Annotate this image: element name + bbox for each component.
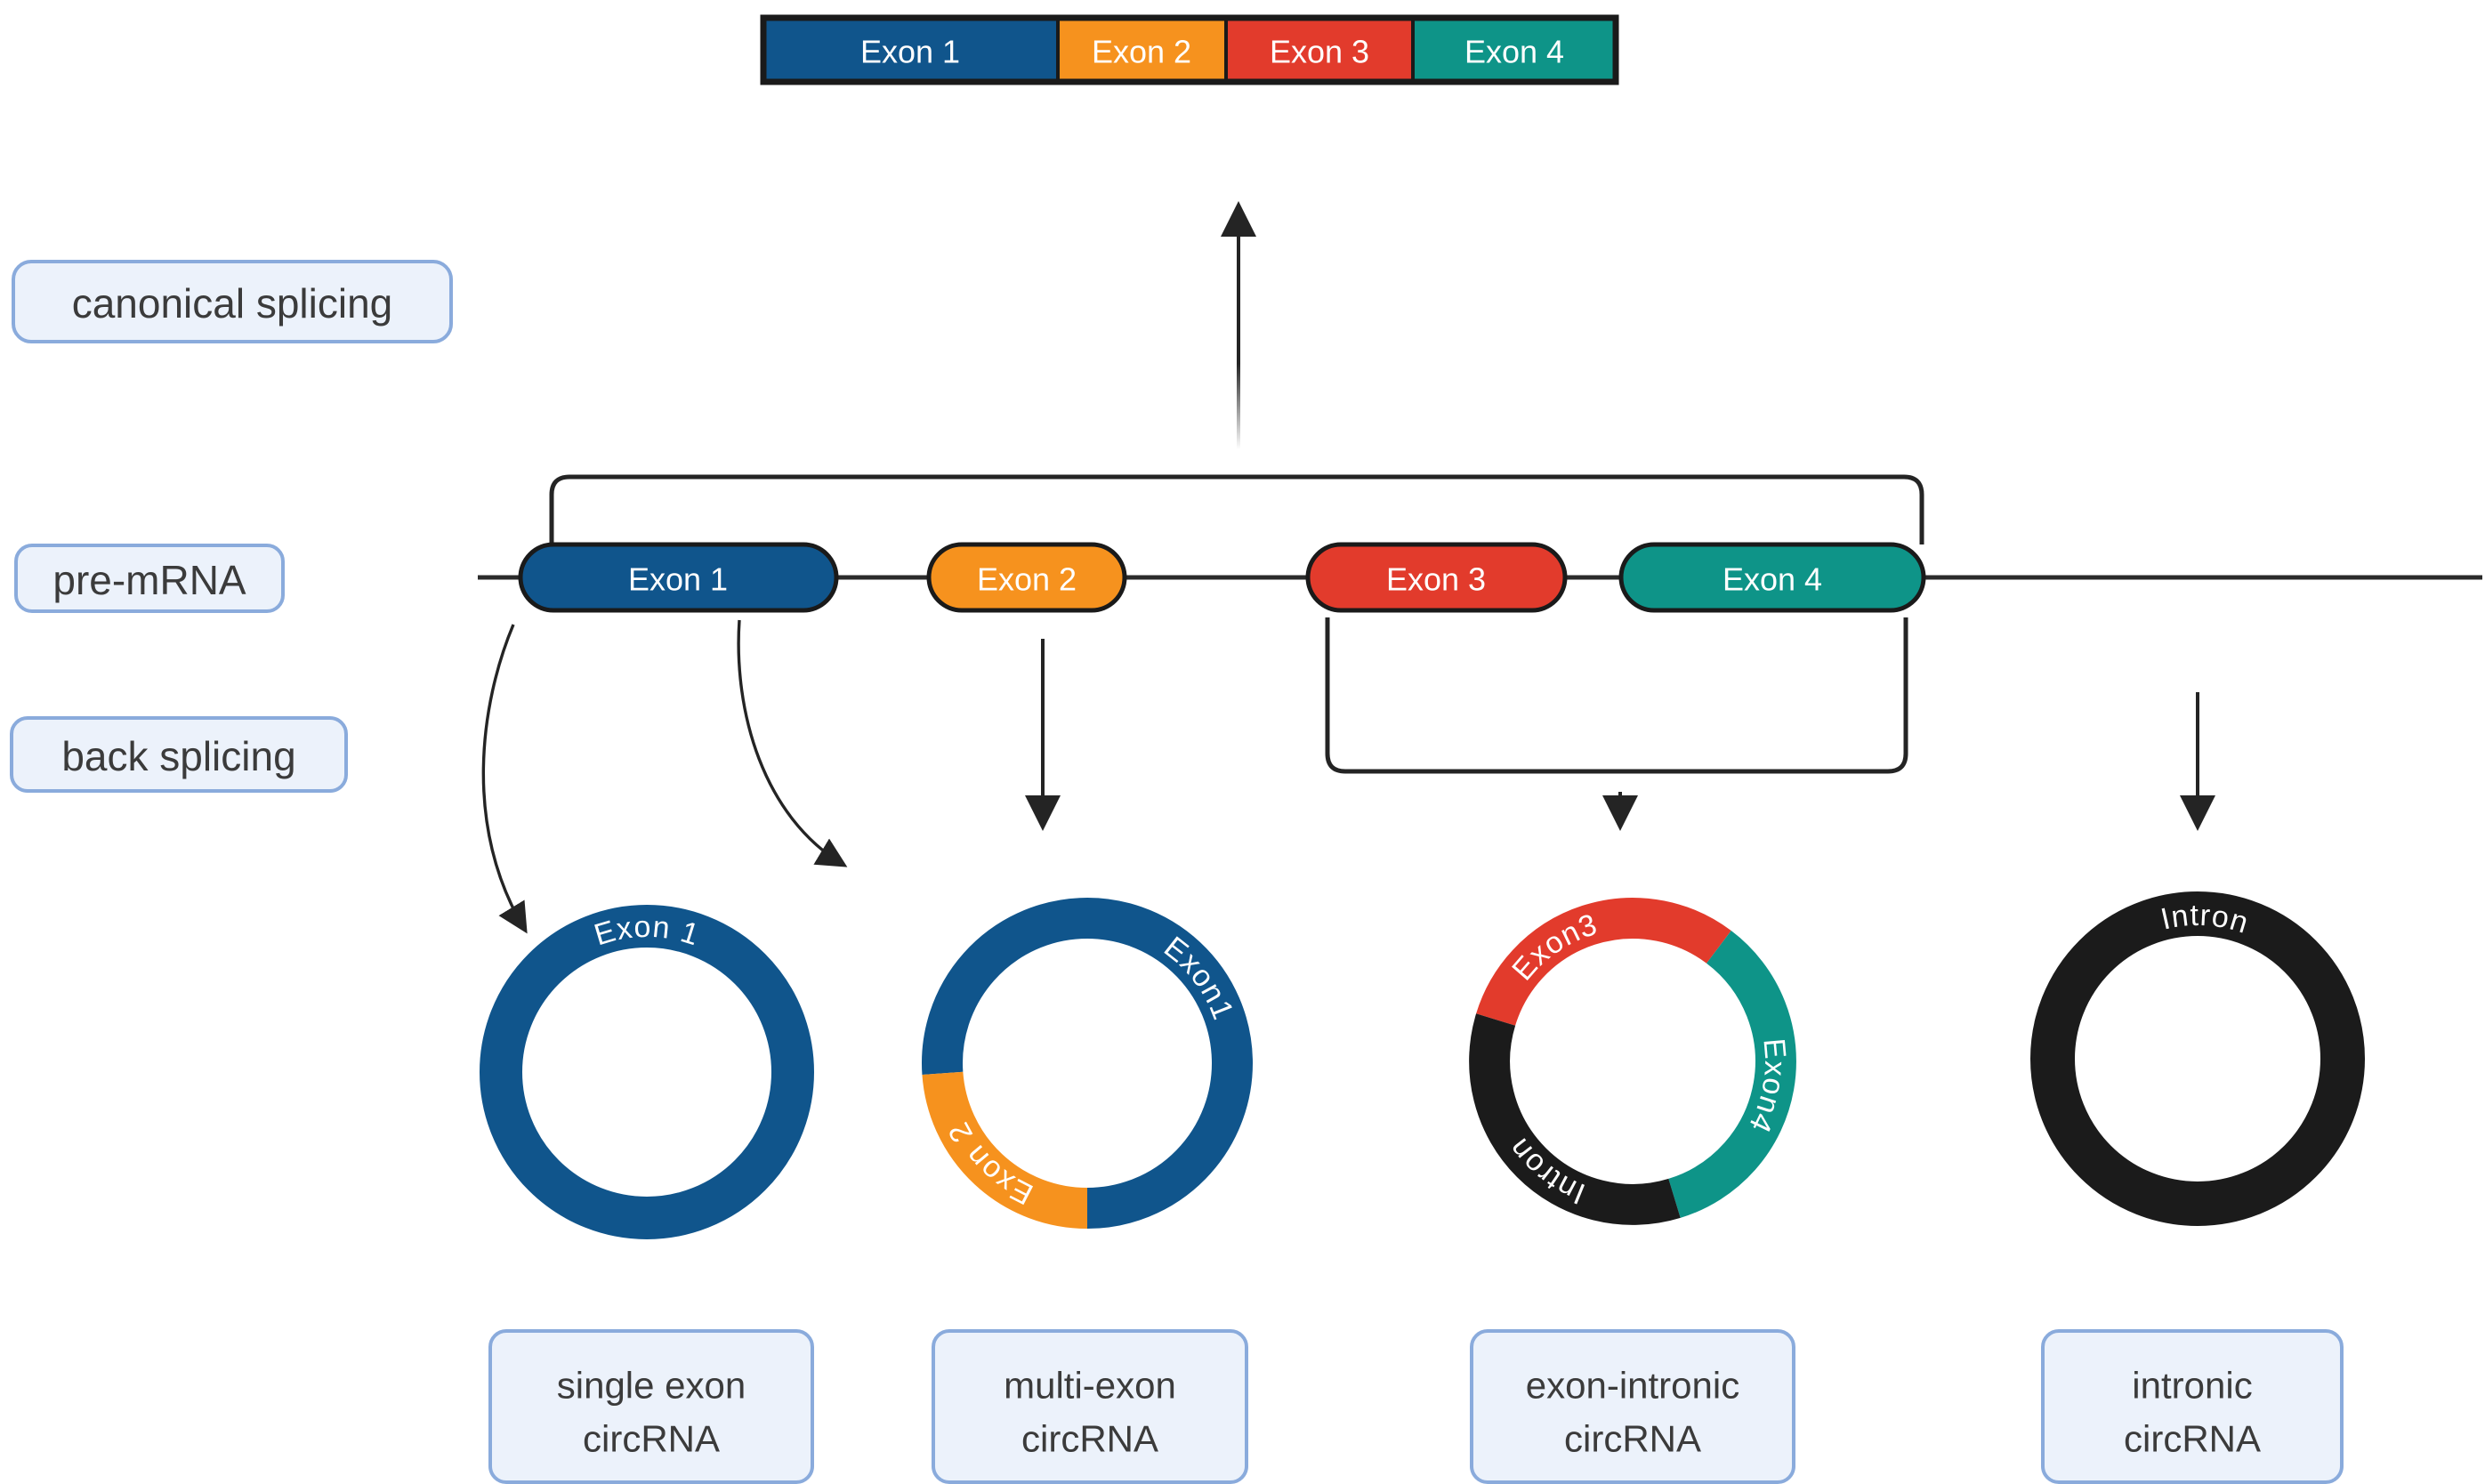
multi-exon-ring-exon1-segment — [922, 898, 1253, 1229]
exon-intronic-ring-exon4-segment — [1667, 931, 1796, 1218]
pre-mrna-exon3-pill — [1305, 542, 1568, 613]
caption-exon-intronic-circrna: exon-intronic circRNA — [1470, 1329, 1795, 1484]
mature-mrna-bar: Exon 1 Exon 2 Exon 3 Exon 4 — [760, 14, 1619, 85]
exon-intronic-ring-exon3-segment — [1476, 898, 1731, 1027]
pre-mrna-exon4-label: Exon 4 — [1723, 561, 1822, 598]
mature-exon2-label: Exon 2 — [1092, 34, 1191, 70]
intronic-caption-line2: circRNA — [2124, 1418, 2261, 1460]
side-label-pre-mrna: pre-mRNA — [14, 544, 285, 613]
single-exon-caption-line2: circRNA — [583, 1418, 720, 1460]
mature-exon3-label: Exon 3 — [1270, 34, 1369, 70]
back-splice-curved-arrow-multi-exon — [737, 619, 848, 867]
single-exon-caption-box — [488, 1329, 814, 1484]
mature-exon1-label: Exon 1 — [860, 34, 960, 70]
multi-exon-caption-line1: multi-exon — [1004, 1365, 1176, 1407]
caption-intronic-circrna: intronic circRNA — [2041, 1329, 2344, 1484]
intronic-circrna-ring: Intron — [2030, 891, 2365, 1226]
back-splicing-label: back splicing — [61, 733, 295, 779]
pre-mrna-exon2-label: Exon 2 — [977, 561, 1077, 598]
pre-mrna-exon3-label: Exon 3 — [1386, 561, 1486, 598]
canonical-splicing-label: canonical splicing — [72, 280, 393, 327]
intronic-ring-intron-segment — [2030, 891, 2365, 1226]
exon-intronic-circrna-ring: Exon3 Exon4 Intron — [1469, 898, 1796, 1225]
multi-exon-caption-line2: circRNA — [1021, 1418, 1158, 1460]
intronic-caption-line1: intronic — [2132, 1365, 2252, 1407]
caption-multi-exon-circrna: multi-exon circRNA — [932, 1329, 1248, 1484]
exon-intronic-ring-exon4-arc-label: Exon4 — [1742, 1037, 1793, 1139]
back-splice-bracket-exon3-4 — [1325, 617, 1908, 774]
pre-mrna-track: Exon 1 Exon 2 Exon 3 Exon 4 — [478, 542, 2482, 613]
multi-exon-circrna-ring: Exon1 Exon 2 — [922, 898, 1253, 1229]
pre-mrna-exon2-pill — [926, 542, 1127, 613]
exon-intronic-caption-box — [1470, 1329, 1795, 1484]
single-exon-caption-line1: single exon — [557, 1365, 746, 1407]
multi-exon-caption-box — [932, 1329, 1248, 1484]
canonical-splicing-box — [12, 260, 453, 343]
multi-exon-ring-exon2-segment — [922, 1071, 1088, 1229]
side-label-canonical-splicing: canonical splicing — [12, 260, 453, 343]
mature-mrna-outline — [760, 14, 1619, 85]
canonical-splicing-bracket — [549, 474, 1924, 544]
exon-intronic-caption-line2: circRNA — [1564, 1418, 1701, 1460]
single-exon-ring-exon1-segment — [480, 905, 814, 1239]
pre-mrna-box — [14, 544, 285, 613]
pre-mrna-exon1-label: Exon 1 — [628, 561, 728, 598]
pre-mrna-exon4-pill — [1618, 542, 1926, 613]
back-splice-curved-arrow-single-exon — [481, 624, 528, 934]
intronic-caption-box — [2041, 1329, 2344, 1484]
mature-exon4-label: Exon 4 — [1464, 34, 1564, 70]
exon-intronic-ring-intron-segment — [1469, 1013, 1681, 1225]
single-exon-circrna-ring: Exon 1 — [480, 905, 814, 1239]
exon-intronic-caption-line1: exon-intronic — [1526, 1365, 1739, 1407]
pre-mrna-exon1-pill — [518, 542, 839, 613]
side-label-back-splicing: back splicing — [10, 716, 348, 793]
pre-mrna-label: pre-mRNA — [52, 557, 246, 603]
back-splicing-box — [10, 716, 348, 793]
caption-single-exon-circrna: single exon circRNA — [488, 1329, 814, 1484]
